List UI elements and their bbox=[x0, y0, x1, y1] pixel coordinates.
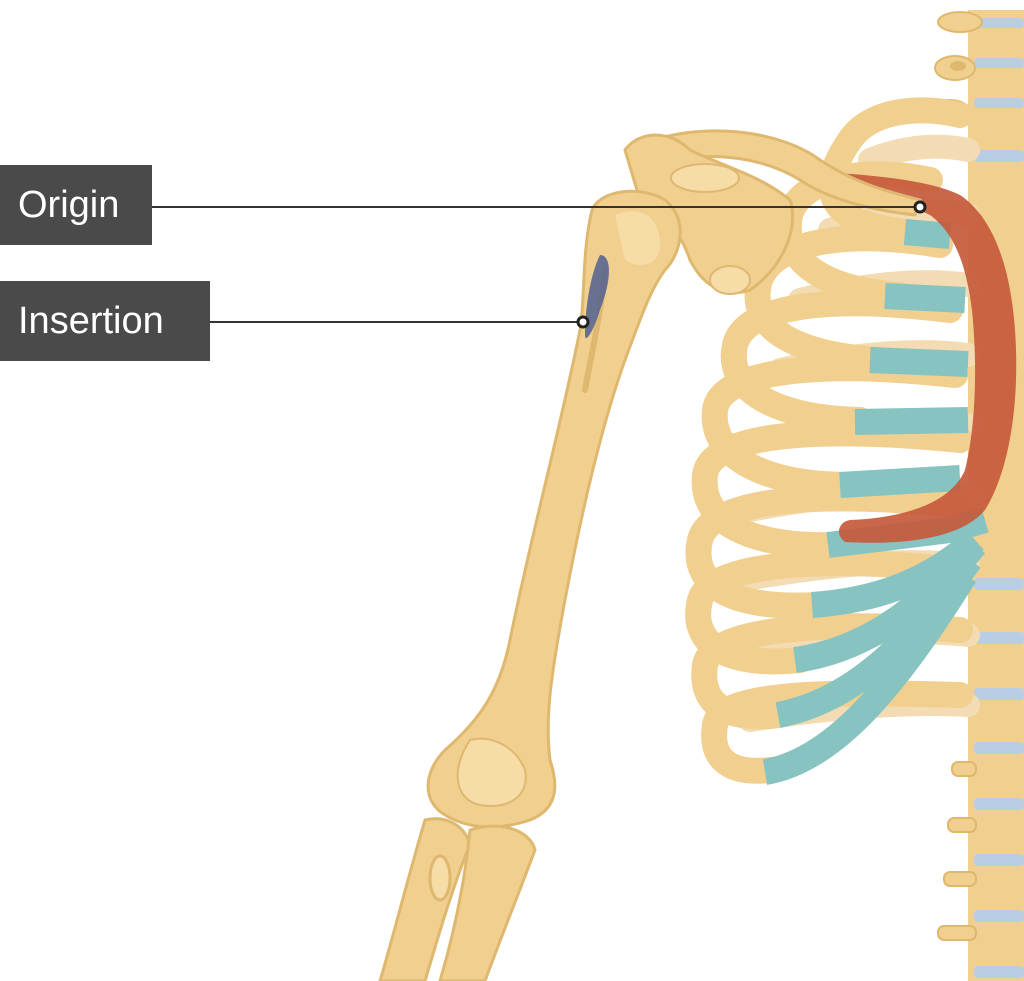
leader-endpoints bbox=[576, 200, 927, 329]
leader-lines bbox=[152, 206, 920, 323]
forearm-bones bbox=[378, 817, 537, 981]
humerus bbox=[426, 189, 682, 829]
clavicle bbox=[637, 129, 922, 217]
origin-point-marker bbox=[913, 200, 927, 214]
origin-label: Origin bbox=[0, 165, 152, 245]
insertion-label: Insertion bbox=[0, 281, 210, 361]
insertion-muscle-area bbox=[585, 255, 609, 339]
origin-muscle-area bbox=[825, 172, 1017, 543]
vertebral-column bbox=[929, 10, 1024, 981]
insertion-point-marker bbox=[576, 315, 590, 329]
scapula bbox=[623, 133, 795, 295]
